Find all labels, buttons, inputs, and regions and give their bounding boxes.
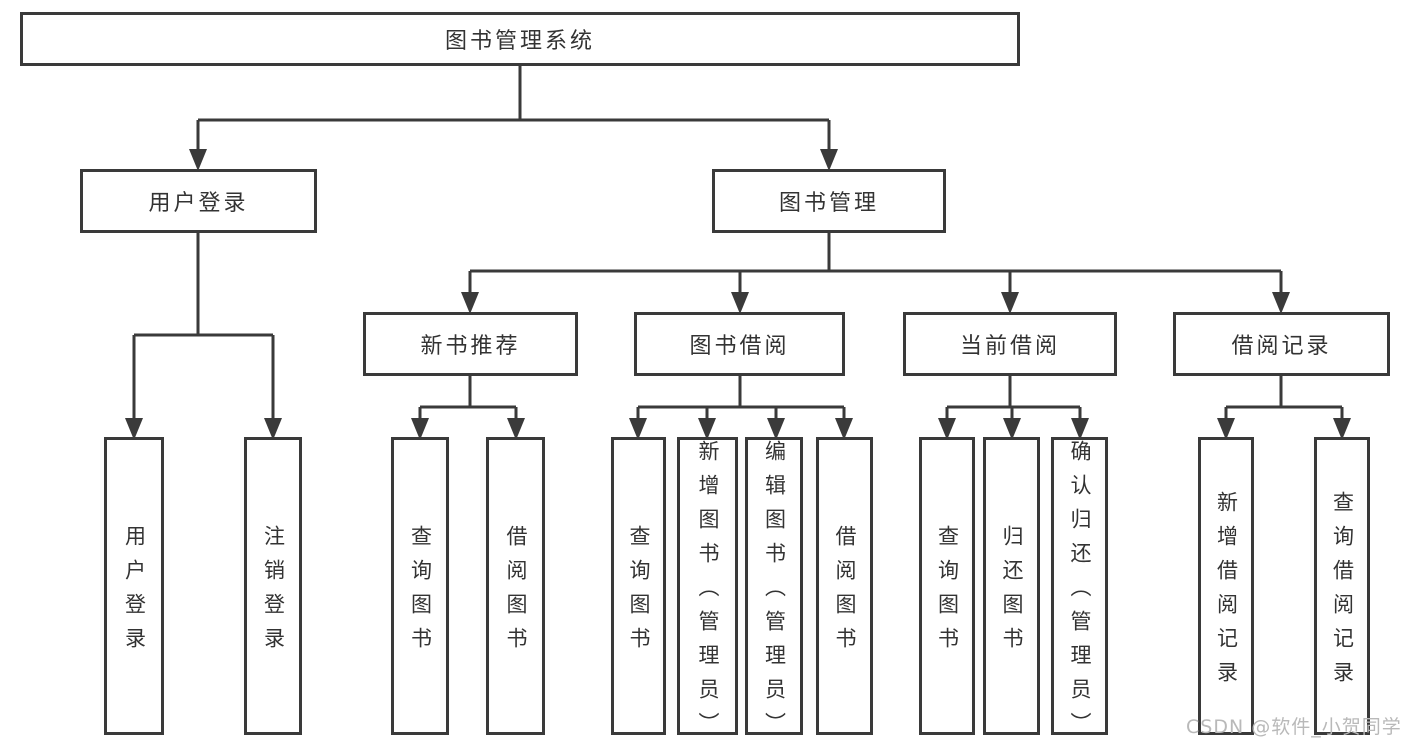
leaf-borrow-borrow-books-label: 借阅图书 — [833, 524, 857, 661]
arrow-user-login — [189, 149, 207, 171]
node-new-book-recommend-label: 新书推荐 — [420, 334, 521, 359]
leaf-records-add-record-label: 新增借阅记录 — [1214, 490, 1239, 695]
arrow-leaf-logout — [264, 418, 282, 440]
node-book-borrowing: 图书借阅 — [634, 312, 845, 376]
leaf-borrow-edit-books: 编辑图书（管理员） — [745, 437, 803, 746]
leaf-rec-borrow-books-label: 借阅图书 — [504, 524, 528, 661]
arrow-new-book — [461, 292, 479, 314]
arrow-book-management — [820, 149, 838, 171]
connector-root — [196, 64, 831, 151]
leaf-current-confirm-return-label: 确认归还（管理员） — [1068, 440, 1092, 746]
arrow-leaf-rec-borrow — [507, 418, 525, 440]
arrowheads — [125, 149, 1351, 440]
arrow-leaf-bb-borrow — [835, 418, 853, 440]
node-book-management: 图书管理 — [712, 169, 946, 233]
connector-new-book — [418, 376, 518, 420]
connector-current-borrowing — [945, 376, 1082, 420]
node-root-label: 图书管理系统 — [444, 29, 595, 54]
connector-book-borrowing — [636, 376, 846, 420]
arrow-leaf-rec-query — [411, 418, 429, 440]
leaf-borrow-query-books: 查询图书 — [611, 437, 666, 735]
arrow-borrowing-records — [1272, 292, 1290, 314]
arrow-leaf-rr-query — [1333, 418, 1351, 440]
csdn-watermark: CSDN @软件_小贺同学 — [1186, 716, 1402, 738]
leaf-records-query-record: 查询借阅记录 — [1314, 437, 1370, 735]
arrow-leaf-cb-query — [938, 418, 956, 440]
connector-book-management — [468, 233, 1283, 294]
leaf-current-query-books-label: 查询图书 — [935, 524, 960, 661]
leaf-logout-label: 注销登录 — [261, 524, 286, 661]
node-borrowing-records: 借阅记录 — [1173, 312, 1390, 376]
leaf-current-return-books: 归还图书 — [983, 437, 1040, 735]
node-current-borrowing: 当前借阅 — [903, 312, 1117, 376]
arrow-leaf-user-login — [125, 418, 143, 440]
node-user-login-branch: 用户登录 — [80, 169, 317, 233]
leaf-borrow-borrow-books: 借阅图书 — [816, 437, 873, 735]
leaf-user-login-label: 用户登录 — [122, 524, 147, 661]
leaf-rec-borrow-books: 借阅图书 — [486, 437, 545, 735]
arrow-book-borrowing — [731, 292, 749, 314]
leaf-borrow-add-books: 新增图书（管理员） — [677, 437, 738, 746]
leaf-rec-query-books: 查询图书 — [391, 437, 449, 735]
arrow-leaf-bb-edit — [767, 418, 785, 440]
leaf-current-query-books: 查询图书 — [919, 437, 975, 735]
leaf-borrow-edit-books-label: 编辑图书（管理员） — [762, 440, 787, 746]
leaf-records-query-record-label: 查询借阅记录 — [1330, 490, 1355, 695]
leaf-current-confirm-return: 确认归还（管理员） — [1051, 437, 1108, 746]
connector-borrowing-records — [1224, 376, 1344, 420]
node-new-book-recommend: 新书推荐 — [363, 312, 578, 376]
arrow-leaf-bb-add — [698, 418, 716, 440]
leaf-borrow-query-books-label: 查询图书 — [627, 524, 651, 661]
node-current-borrowing-label: 当前借阅 — [959, 334, 1060, 359]
node-user-login-branch-label: 用户登录 — [148, 191, 249, 216]
node-root: 图书管理系统 — [20, 12, 1020, 66]
arrow-current-borrowing — [1001, 292, 1019, 314]
leaf-borrow-add-books-label: 新增图书（管理员） — [696, 440, 720, 746]
leaf-records-add-record: 新增借阅记录 — [1198, 437, 1254, 735]
arrow-leaf-bb-query — [629, 418, 647, 440]
leaf-rec-query-books-label: 查询图书 — [408, 524, 433, 661]
node-book-management-label: 图书管理 — [778, 191, 879, 216]
node-borrowing-records-label: 借阅记录 — [1231, 334, 1332, 359]
arrow-leaf-rr-add — [1217, 418, 1235, 440]
node-book-borrowing-label: 图书借阅 — [689, 334, 790, 359]
leaf-user-login: 用户登录 — [104, 437, 164, 735]
arrow-leaf-cb-confirm — [1071, 418, 1089, 440]
leaf-logout: 注销登录 — [244, 437, 302, 735]
arrow-leaf-cb-return — [1003, 418, 1021, 440]
connector-user-login — [132, 233, 275, 420]
leaf-current-return-books-label: 归还图书 — [1000, 524, 1024, 661]
